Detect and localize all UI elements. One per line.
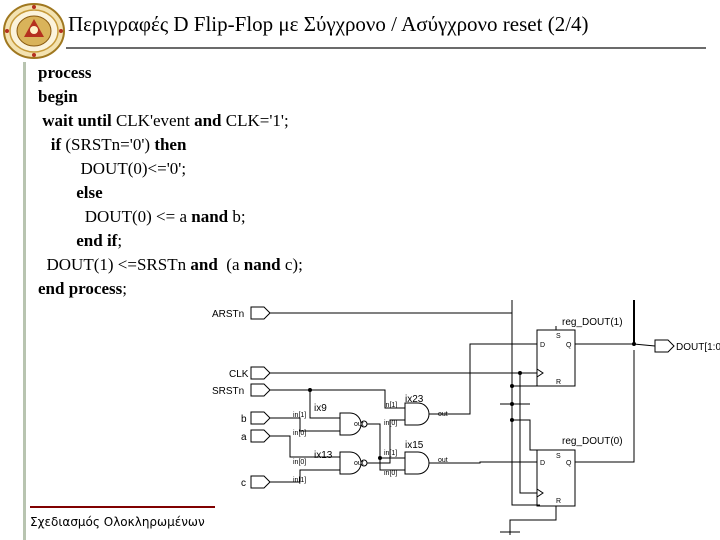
label-srstn: SRSTn: [212, 386, 244, 397]
reg1-r: R: [556, 379, 561, 386]
label-ix15: ix15: [405, 440, 424, 451]
footer-text: Σχεδιασμός Ολοκληρωμένων: [30, 515, 205, 529]
port-dout: [654, 339, 675, 353]
label-clk: CLK: [229, 369, 249, 380]
port-a: [250, 429, 271, 443]
reg0-r: R: [556, 498, 561, 505]
pin-ix15-out: out: [438, 457, 448, 464]
gate-ix23: [404, 402, 430, 426]
pin-ix15-in1: in[1]: [384, 450, 397, 457]
port-c: [250, 475, 271, 489]
port-arstn: [250, 306, 271, 320]
label-ix9: ix9: [314, 403, 327, 414]
label-b: b: [241, 414, 247, 425]
code-line-dout1-assign: DOUT(1) <=SRSTn and (a nand c);: [46, 255, 303, 274]
pin-ix9-in0: in[0]: [293, 430, 306, 437]
label-a: a: [241, 432, 247, 443]
port-clk: [250, 366, 271, 380]
label-ix13: ix13: [314, 450, 333, 461]
label-ix23: ix23: [405, 394, 424, 405]
reg1-s: S: [556, 333, 561, 340]
pin-ix23-in1: in[1]: [384, 402, 397, 409]
circuit-schematic: ARSTn CLK SRSTn b a c DOUT[1:0 ix9 ix13 …: [212, 300, 720, 535]
code-line-wait-until: wait until CLK'event and CLK='1';: [42, 111, 289, 130]
code-line-end-if: end if;: [76, 231, 123, 250]
reg0-d: D: [540, 460, 545, 467]
university-seal-logo: [3, 3, 65, 59]
gate-ix15: [404, 451, 430, 475]
label-arstn: ARSTn: [212, 309, 244, 320]
code-line-reset-assign: DOUT(0)<='0';: [80, 159, 187, 178]
reg1-q: Q: [566, 342, 572, 349]
code-line-else: else: [76, 183, 103, 202]
vhdl-code-block: process begin wait until CLK'event and C…: [38, 61, 303, 301]
label-reg-dout1: reg_DOUT(1): [562, 317, 623, 328]
label-reg-dout0: reg_DOUT(0): [562, 436, 623, 447]
title-underline: [66, 47, 706, 49]
pin-ix15-in0: in[0]: [384, 470, 397, 477]
slide-title: Περιγραφές D Flip-Flop με Σύγχρονο / Ασύ…: [68, 12, 589, 36]
reg1-d: D: [540, 342, 545, 349]
pin-ix13-out: out: [354, 460, 364, 467]
code-line-process: process: [38, 63, 92, 82]
reg0-q: Q: [566, 460, 572, 467]
code-line-end-process: end process;: [38, 279, 127, 298]
port-b: [250, 411, 271, 425]
pin-ix9-in1: in[1]: [293, 412, 306, 419]
label-c: c: [241, 478, 246, 489]
pin-ix13-in0: in[0]: [293, 459, 306, 466]
left-accent-bar: [23, 62, 26, 540]
footer-divider: [30, 506, 215, 508]
code-line-begin: begin: [38, 87, 78, 106]
pin-ix23-in0: in[0]: [384, 420, 397, 427]
label-dout: DOUT[1:0: [676, 342, 720, 353]
code-line-if: if (SRSTn='0') then: [50, 135, 187, 154]
code-line-nand-assign: DOUT(0) <= a nand b;: [84, 207, 246, 226]
pin-ix23-out: out: [438, 411, 448, 418]
pin-ix13-in1: in[1]: [293, 477, 306, 484]
reg0-s: S: [556, 453, 561, 460]
pin-ix9-out: out: [354, 421, 364, 428]
port-srstn: [250, 383, 271, 397]
